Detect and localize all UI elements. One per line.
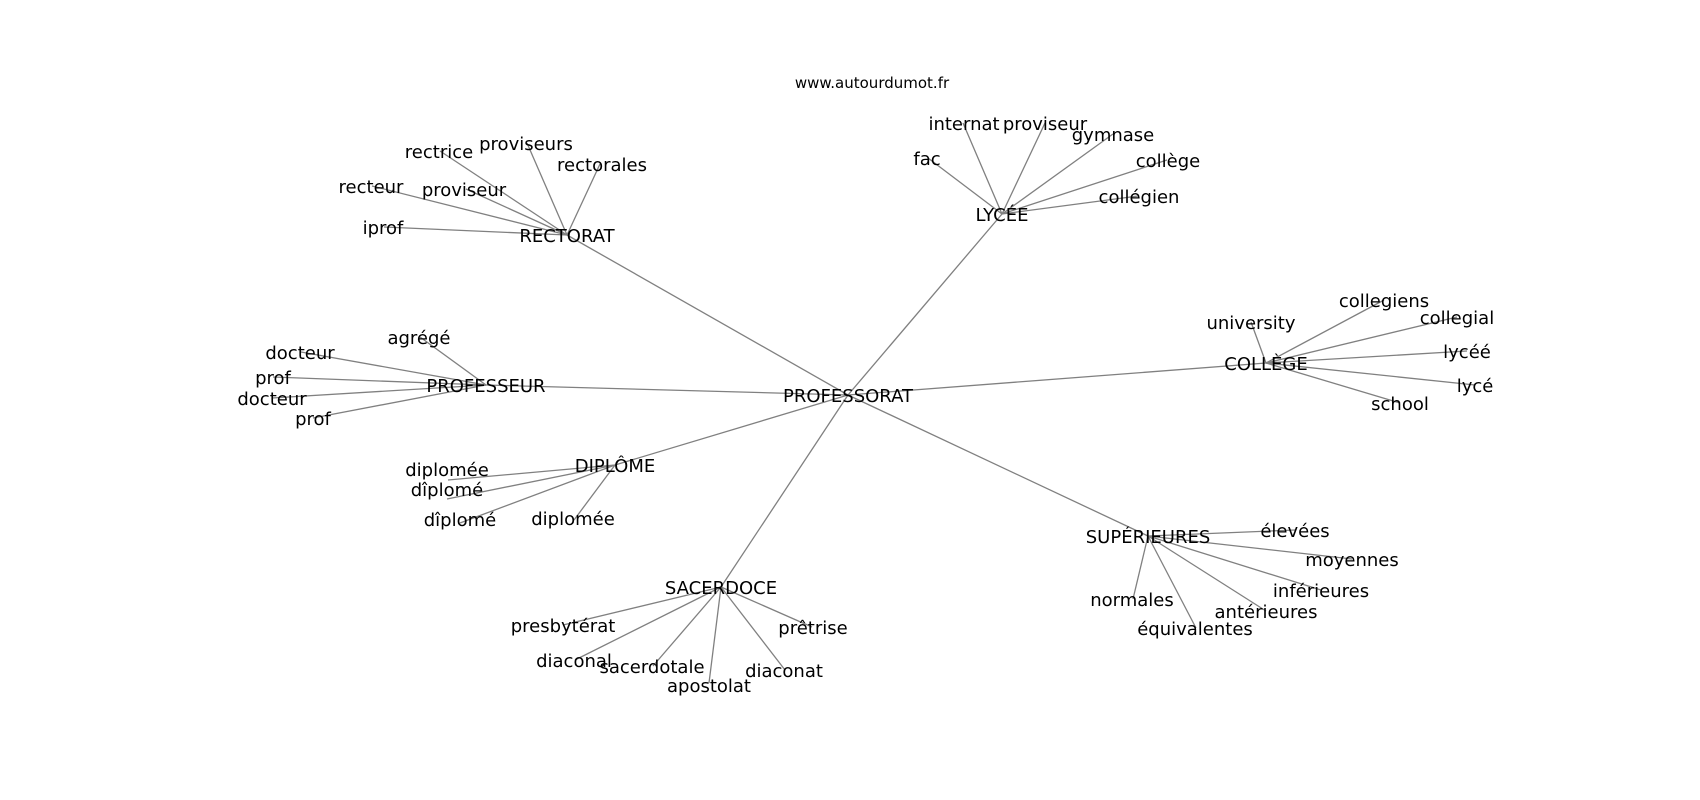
- edge-superieures-child: [1147, 529, 1296, 537]
- word-node-professeur-child[interactable]: docteur: [265, 343, 335, 364]
- hub-node-college[interactable]: COLLÈGE: [1224, 353, 1308, 375]
- edge-sacerdoce-child: [562, 586, 722, 626]
- hub-node-professeur[interactable]: PROFESSEUR: [426, 376, 545, 397]
- word-node-professeur-child[interactable]: agrégé: [387, 328, 450, 349]
- hub-node-lycee[interactable]: LYCÉE: [976, 204, 1029, 226]
- edge-college-child: [1265, 350, 1468, 364]
- hub-node-sacerdoce[interactable]: SACERDOCE: [665, 578, 777, 599]
- word-node-lycee-child[interactable]: gymnase: [1072, 125, 1155, 146]
- edge-rectorat-child: [566, 163, 601, 236]
- word-node-diplome-child[interactable]: diplomée: [405, 460, 489, 481]
- word-node-sacerdoce-child[interactable]: prêtrise: [778, 618, 847, 639]
- edge-sacerdoce-child: [574, 586, 722, 661]
- word-node-rectorat-child[interactable]: rectrice: [405, 142, 473, 163]
- edge-superieures-child: [1147, 535, 1267, 612]
- word-node-sacerdoce-child[interactable]: diaconal: [536, 651, 612, 672]
- word-node-lycee-child[interactable]: fac: [913, 149, 940, 170]
- word-node-rectorat-child[interactable]: recteur: [339, 177, 405, 198]
- edge-root-professeur: [485, 384, 849, 396]
- edge-professeur-child: [272, 376, 487, 386]
- edge-professeur-child: [300, 351, 487, 386]
- edge-sacerdoce-child: [708, 586, 722, 684]
- edge-rectorat-child: [526, 142, 568, 236]
- edge-sacerdoce-child: [652, 586, 722, 667]
- word-node-professeur-child[interactable]: docteur: [237, 389, 307, 410]
- edge-college-child: [1265, 299, 1385, 364]
- edge-sacerdoce-child: [720, 586, 786, 671]
- root-node[interactable]: PROFESSORAT: [783, 386, 914, 407]
- word-node-lycee-child[interactable]: proviseur: [1003, 114, 1088, 135]
- edge-superieures-child: [1147, 535, 1197, 629]
- word-node-professeur-child[interactable]: prof: [255, 368, 291, 389]
- edge-rectorat-child: [371, 185, 568, 236]
- edge-college-child: [1265, 362, 1401, 404]
- edge-professeur-child: [312, 384, 487, 419]
- edge-root-college: [847, 362, 1267, 396]
- edge-diplome-child: [459, 464, 616, 524]
- edge-lycee-child: [1001, 133, 1114, 215]
- edge-superieures-child: [1147, 535, 1322, 591]
- word-node-superieures-child[interactable]: équivalentes: [1137, 619, 1253, 640]
- edge-professeur-child: [419, 336, 487, 386]
- word-node-college-child[interactable]: lycéé: [1443, 342, 1491, 363]
- edge-root-sacerdoce: [720, 394, 849, 588]
- hub-node-diplome[interactable]: DIPLÔME: [575, 455, 655, 477]
- word-node-superieures-child[interactable]: inférieures: [1273, 581, 1369, 602]
- word-node-sacerdoce-child[interactable]: presbytérat: [511, 616, 616, 637]
- edge-college-child: [1265, 362, 1476, 386]
- graph-labels: www.autourdumot.fr PROFESSORAT rectrice pr…: [237, 74, 1494, 697]
- word-node-rectorat-child[interactable]: proviseur: [422, 180, 507, 201]
- word-node-superieures-child[interactable]: antérieures: [1215, 602, 1318, 623]
- edge-lycee-child: [927, 157, 1003, 215]
- word-node-professeur-child[interactable]: prof: [295, 409, 331, 430]
- word-node-rectorat-child[interactable]: proviseurs: [479, 134, 573, 155]
- word-node-lycee-child[interactable]: collégien: [1099, 187, 1180, 208]
- edge-sacerdoce-child: [720, 586, 813, 628]
- word-node-rectorat-child[interactable]: iprof: [363, 218, 404, 239]
- edge-lycee-child: [1001, 159, 1168, 215]
- site-watermark: www.autourdumot.fr: [795, 74, 950, 92]
- word-node-diplome-child[interactable]: dîplomé: [424, 510, 496, 531]
- word-node-college-child[interactable]: lycé: [1457, 376, 1494, 397]
- graph-edges: [271, 122, 1476, 684]
- word-node-lycee-child[interactable]: collège: [1136, 151, 1201, 172]
- edge-rectorat-child: [383, 226, 568, 236]
- edge-lycee-child: [1001, 195, 1139, 215]
- edge-root-rectorat: [566, 234, 849, 396]
- word-node-superieures-child[interactable]: élevées: [1260, 521, 1329, 542]
- edge-diplome-child: [447, 464, 616, 481]
- edge-professeur-child: [271, 384, 487, 399]
- edge-superieures-child: [1147, 535, 1353, 560]
- edge-rectorat-child: [465, 188, 568, 236]
- word-node-sacerdoce-child[interactable]: apostolat: [667, 676, 751, 697]
- word-node-diplome-child[interactable]: diplomée: [531, 509, 615, 530]
- word-node-college-child[interactable]: school: [1371, 394, 1429, 415]
- edge-root-lycee: [847, 213, 1003, 396]
- edge-diplome-child: [573, 464, 616, 521]
- word-node-sacerdoce-child[interactable]: sacerdotale: [599, 657, 704, 678]
- edge-lycee-child: [962, 122, 1003, 215]
- word-node-lycee-child[interactable]: internat: [928, 114, 999, 135]
- word-node-college-child[interactable]: collegial: [1420, 308, 1494, 329]
- word-node-rectorat-child[interactable]: rectorales: [557, 155, 647, 176]
- word-node-superieures-child[interactable]: moyennes: [1305, 550, 1399, 571]
- word-node-superieures-child[interactable]: normales: [1090, 590, 1174, 611]
- edge-root-superieures: [847, 394, 1149, 537]
- edge-rectorat-child: [439, 150, 568, 236]
- word-node-diplome-child[interactable]: dîplomé: [411, 480, 483, 501]
- hub-node-superieures[interactable]: SUPÉRIEURES: [1086, 526, 1211, 548]
- edge-root-diplome: [614, 394, 849, 466]
- hub-node-rectorat[interactable]: RECTORAT: [519, 226, 615, 247]
- edge-college-child: [1250, 321, 1267, 364]
- word-node-college-child[interactable]: collegiens: [1339, 291, 1429, 312]
- edge-college-child: [1265, 316, 1458, 364]
- edge-lycee-child: [1001, 122, 1046, 215]
- word-node-college-child[interactable]: university: [1206, 313, 1295, 334]
- word-node-sacerdoce-child[interactable]: diaconat: [745, 661, 823, 682]
- edge-diplome-child: [446, 464, 616, 500]
- edge-superieures-child: [1132, 535, 1149, 600]
